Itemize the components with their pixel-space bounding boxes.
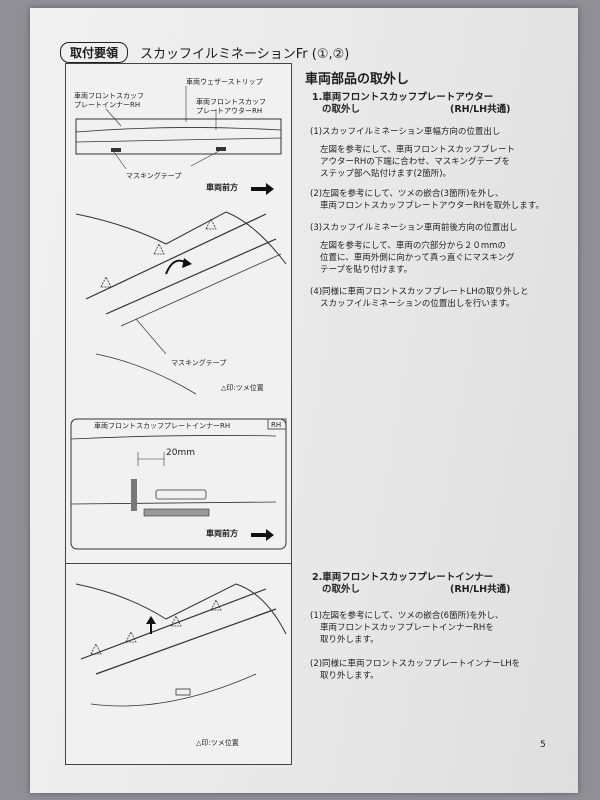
label-masking-tape-2: マスキングテープ bbox=[171, 359, 227, 367]
step1-item2-line1: (2)左図を参考にして、ツメの嵌合(3箇所)を外し、 bbox=[310, 189, 504, 199]
label-claw-position-2: △印:ツメ位置 bbox=[196, 739, 239, 747]
page-number: 5 bbox=[540, 740, 546, 750]
label-front-2: 車両前方 bbox=[206, 529, 238, 538]
step2-item2-line1: (2)同様に車両フロントスカッフプレートインナーLHを bbox=[310, 659, 521, 669]
label-claw-position-1: △印:ツメ位置 bbox=[221, 384, 264, 392]
step1-item3-line3: テープを貼り付けます。 bbox=[320, 265, 413, 275]
step1-item3-line2: 位置に、車両外側に向かって真っ直ぐにマスキング bbox=[320, 253, 515, 263]
section-title: 車両部品の取外し bbox=[305, 72, 410, 87]
label-20mm: 20mm bbox=[166, 448, 195, 458]
step1-title-line1: 1.車両フロントスカッフプレートアウター bbox=[312, 92, 494, 103]
step1-item1-heading: (1)スカッフイルミネーション車幅方向の位置出し bbox=[310, 127, 501, 137]
step2-item1-line1: (1)左図を参考にして、ツメの嵌合(6箇所)を外し、 bbox=[310, 611, 504, 621]
step1-item1-line1: 左図を参考にして、車両フロントスカッフプレート bbox=[320, 145, 515, 155]
figure2-drawing bbox=[75, 583, 287, 707]
step1-item4-line1: (4)同様に車両フロントスカッフプレートLHの取り外しと bbox=[310, 287, 529, 297]
step1-title-line2: の取外し bbox=[322, 104, 361, 115]
label-rh: RH bbox=[271, 421, 282, 429]
step2-tag: (RH/LH共通) bbox=[450, 584, 511, 595]
figure1-drawing bbox=[70, 86, 287, 550]
step2-item1-line2: 車両フロントスカッフプレートインナーRHを bbox=[320, 623, 494, 633]
label-outer-rh: 車両フロントスカッフ プレートアウターRH bbox=[196, 98, 266, 115]
step1-item1-line2: アウターRHの下端に合わせ、マスキングテープを bbox=[320, 157, 511, 167]
label-weatherstrip: 車両ウェザーストリップ bbox=[186, 78, 263, 86]
label-inner-rh-2: 車両フロントスカッフプレートインナーRH bbox=[94, 422, 231, 430]
figure-inner-plate-removal: △印:ツメ位置 bbox=[65, 563, 292, 765]
step2-item1-line3: 取り外します。 bbox=[320, 635, 379, 645]
label-masking-tape-1: マスキングテープ bbox=[126, 172, 182, 180]
step1-item1-line3: ステップ部へ貼付けます(2箇所)。 bbox=[320, 169, 452, 179]
step2-title-line2: の取外し bbox=[322, 584, 361, 595]
page-title: スカッフイルミネーションFr (①,②) bbox=[140, 47, 350, 62]
instruction-badge: 取付要領 bbox=[60, 42, 129, 63]
step1-item4-line2: スカッフイルミネーションの位置出しを行います。 bbox=[320, 299, 515, 309]
step2-item2-line2: 取り外します。 bbox=[320, 671, 379, 681]
step1-item2-line2: 車両フロントスカッフプレートアウターRHを取外します。 bbox=[320, 201, 544, 211]
figure-outer-plate-removal: 車両ウェザーストリップ 車両フロントスカッフ プレートインナーRH 車両フロント… bbox=[65, 63, 292, 565]
step1-tag: (RH/LH共通) bbox=[450, 104, 511, 115]
label-inner-rh: 車両フロントスカッフ プレートインナーRH bbox=[74, 92, 144, 109]
label-front-1: 車両前方 bbox=[206, 183, 238, 192]
step1-item3-heading: (3)スカッフイルミネーション車両前後方向の位置出し bbox=[310, 223, 518, 233]
step1-item3-line1: 左図を参考にして、車両の穴部分から２０mmの bbox=[320, 241, 506, 251]
page-header: 取付要領 スカッフイルミネーションFr (①,②) bbox=[60, 42, 349, 63]
step2-title-line1: 2.車両フロントスカッフプレートインナー bbox=[312, 572, 494, 583]
